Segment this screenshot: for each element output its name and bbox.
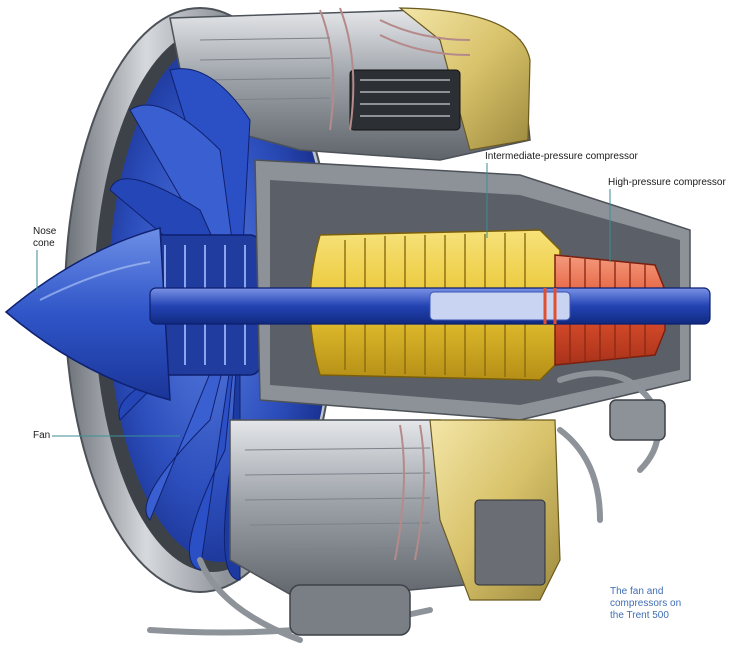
accessory-unit bbox=[289, 399, 666, 636]
main-shaft bbox=[149, 287, 711, 325]
upper-casing bbox=[169, 7, 531, 161]
caption-line2: compressors on bbox=[610, 598, 682, 609]
figure-caption: The fan and compressors on the Trent 500 bbox=[610, 586, 730, 622]
nose-cone-highlight bbox=[39, 261, 151, 301]
leader-lines bbox=[36, 163, 611, 437]
nose-cone-label-line2: cone bbox=[33, 238, 55, 249]
high-pressure-compressor-label: High-pressure compressor bbox=[608, 177, 726, 188]
caption-line3: the Trent 500 bbox=[610, 610, 669, 621]
caption-line1: The fan and bbox=[610, 586, 664, 597]
nose-cone-label-line1: Nose bbox=[33, 226, 57, 237]
nose-cone-label: Nose cone bbox=[33, 226, 56, 250]
intermediate-pressure-compressor-label: Intermediate-pressure compressor bbox=[485, 151, 638, 162]
lower-casing bbox=[229, 419, 561, 601]
fan-label: Fan bbox=[33, 430, 51, 441]
